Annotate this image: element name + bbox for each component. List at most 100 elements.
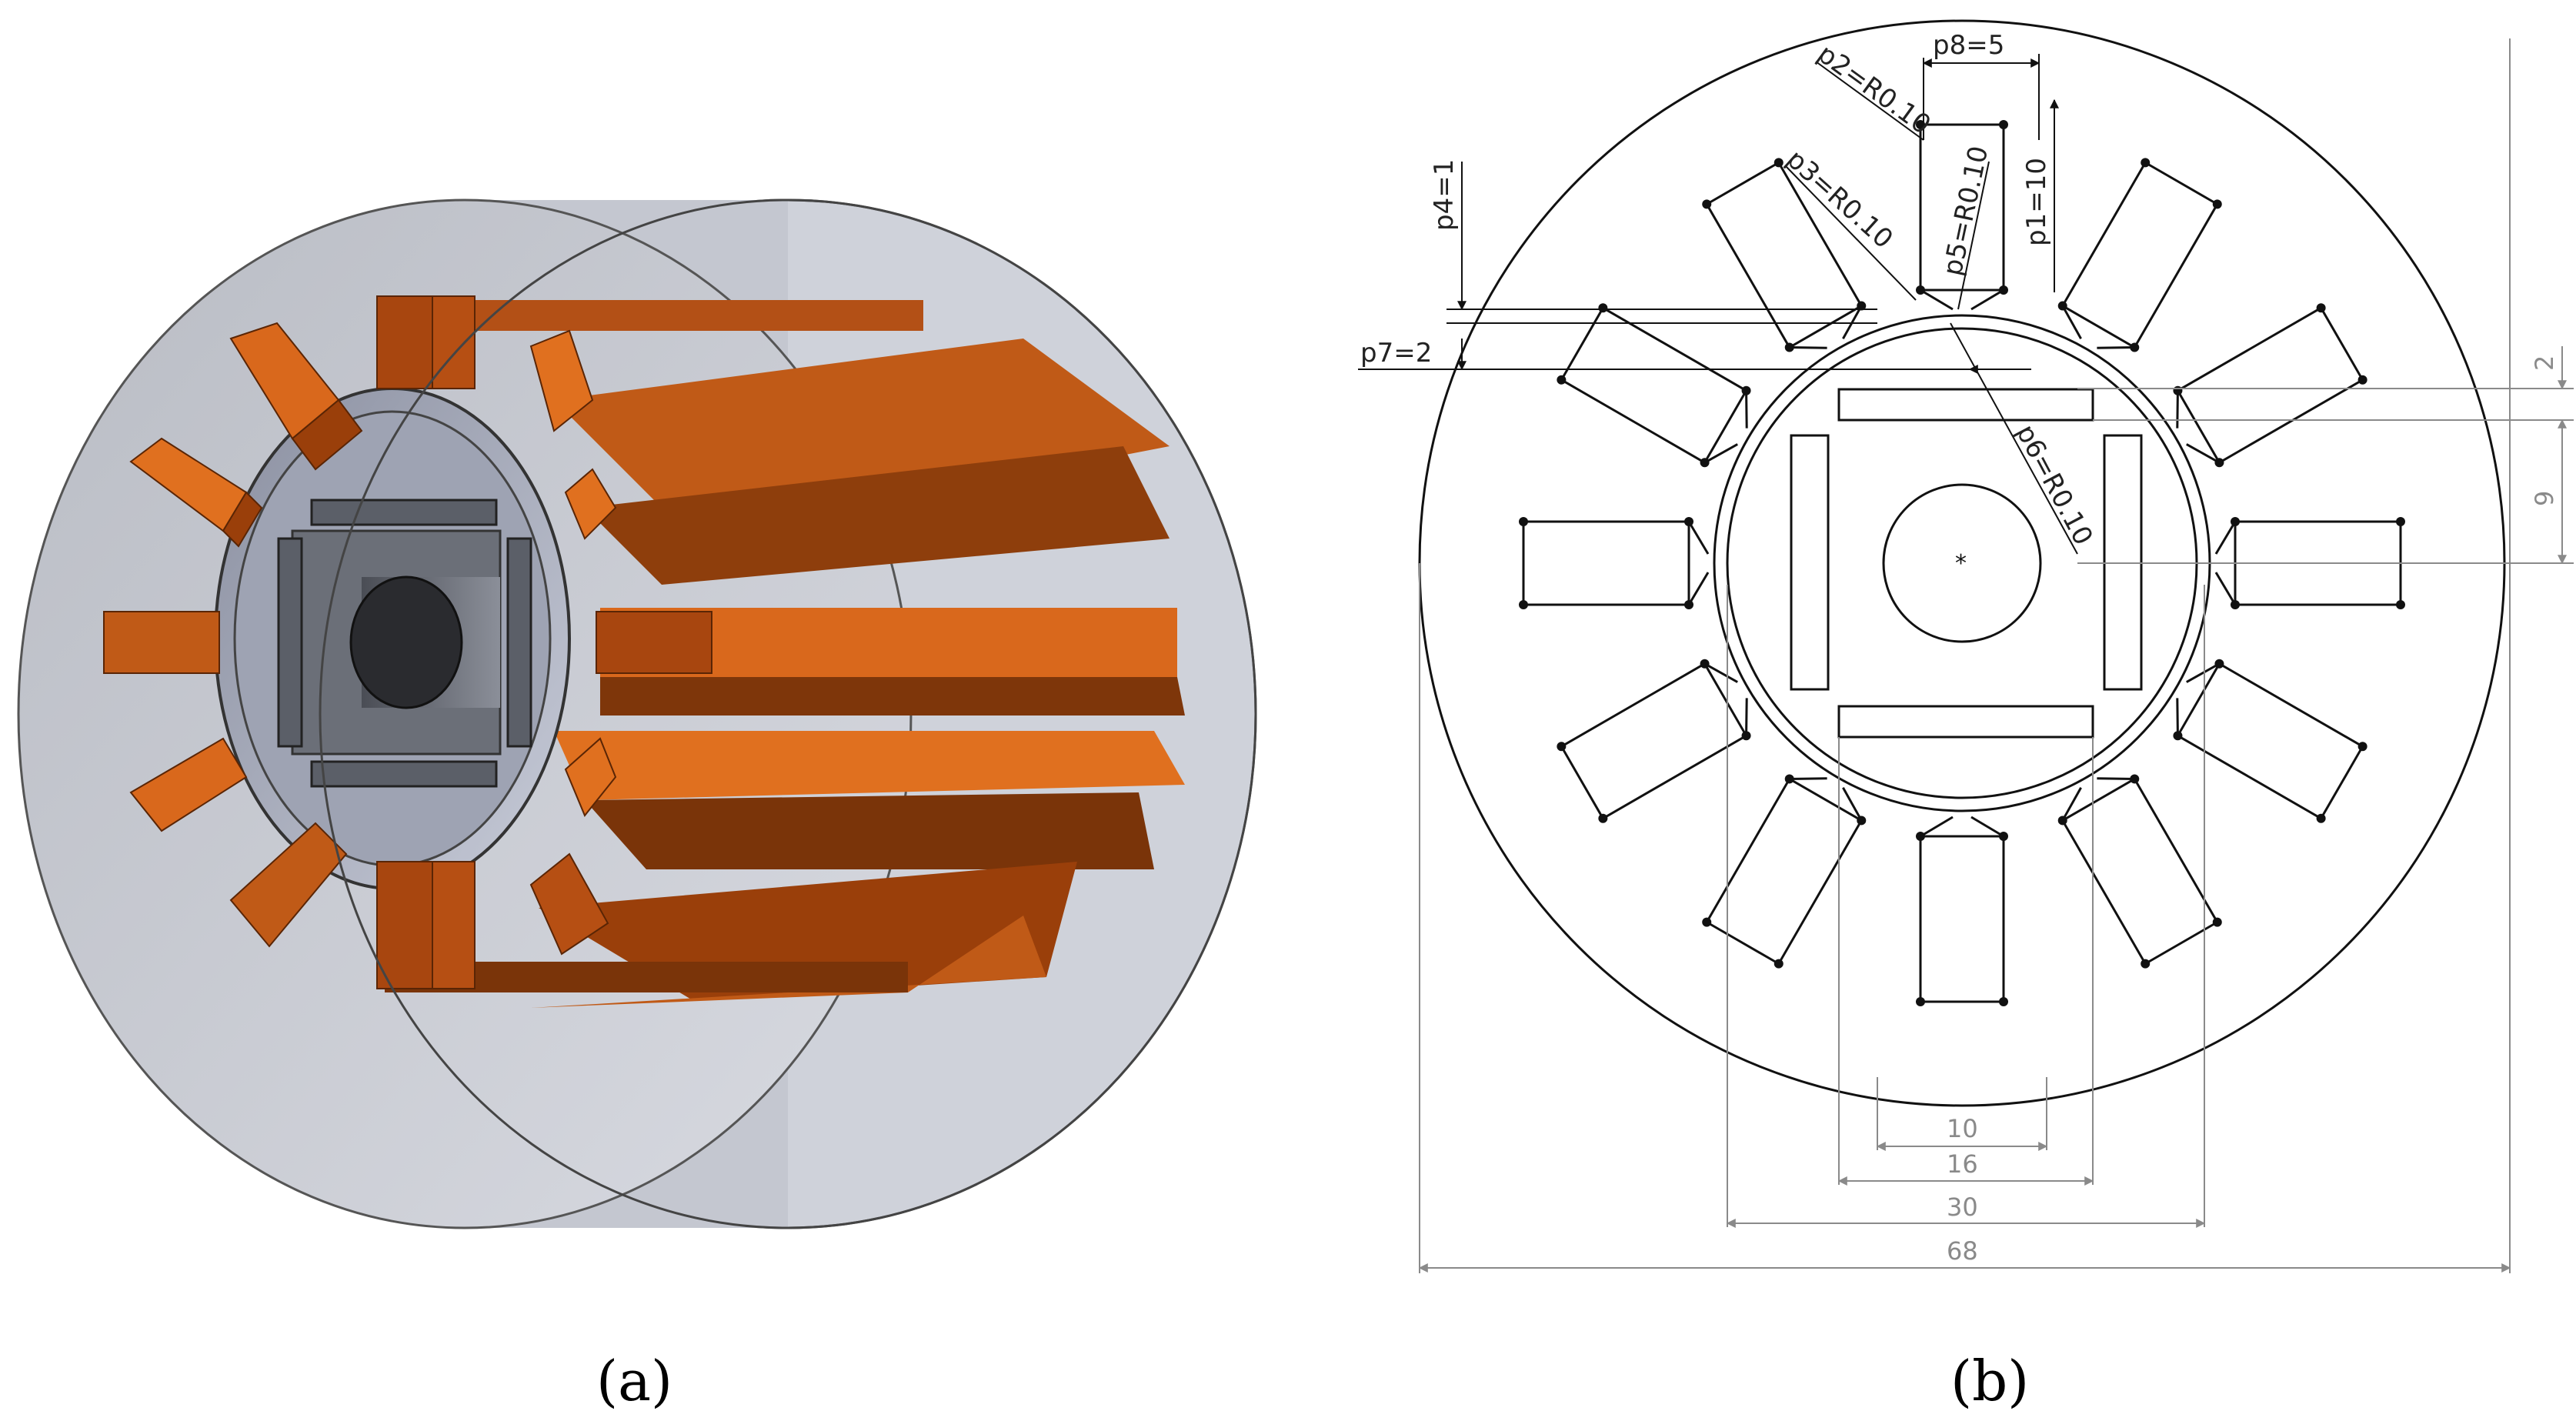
stator-slot [2176, 662, 2364, 820]
stator-slots [1519, 120, 2405, 1006]
slot-corner-point [1857, 301, 1867, 311]
slot-corner-point [2231, 517, 2240, 526]
slot-corner-point [1916, 832, 1925, 841]
dim-p7: p7=2 [1360, 338, 1432, 369]
magnet-bottom [1837, 705, 2094, 739]
dim-p4: p4=1 [1429, 159, 1460, 231]
slot-corner-point [1700, 458, 1710, 468]
slot-opening-edge [1687, 572, 1710, 605]
slot-opening-edge [2097, 346, 2135, 349]
stator-slot [1560, 306, 1748, 465]
slot-corner-point [1519, 600, 1528, 609]
rotor-magnet-bottom [310, 760, 498, 788]
slot-corner-point [2141, 158, 2151, 168]
rotor-magnet-right [506, 537, 532, 748]
slot-corner-point [2316, 813, 2326, 823]
slot-opening-edge [1842, 787, 1863, 822]
slot-corner-point [2357, 742, 2367, 752]
shell-back-edge [319, 198, 1257, 1229]
slot-corner-point [1999, 120, 2008, 129]
slot-corner-point [2396, 517, 2405, 526]
slot-corner-point [1598, 813, 1608, 823]
slot-corner-point [2130, 342, 2140, 352]
slot-corner-point [1784, 774, 1794, 784]
slot-corner-point [2357, 375, 2367, 385]
slot-opening-edge [2186, 662, 2221, 683]
slot-corner-point [2396, 600, 2405, 609]
copper-long-bars [385, 300, 1185, 1008]
stator-slot [2176, 306, 2364, 465]
slot-opening-edge [1703, 443, 1738, 464]
slot-opening-edge [2176, 390, 2179, 429]
slot-opening-edge [1920, 289, 1954, 311]
dim-p2: p2=R0.10 [1812, 38, 1937, 141]
slot-corner-point [1741, 731, 1751, 741]
dim-p3: p3=R0.10 [1780, 144, 1899, 255]
slot-opening-edge [1920, 816, 1954, 838]
slot-corner-point [2316, 303, 2326, 313]
slot-corner-point [1700, 659, 1710, 669]
slot-corner-point [1999, 832, 2008, 841]
slot-corner-point [2057, 301, 2067, 311]
panel-b-drawing: * [1418, 19, 2506, 1107]
dim-bottom-10: 10 [1947, 1114, 1978, 1143]
slot-corner-point [2212, 917, 2222, 927]
slot-corner-point [2214, 458, 2224, 468]
slot-corner-point [2212, 199, 2222, 209]
slot-opening-edge [1970, 816, 2004, 838]
slot-corner-point [2057, 816, 2067, 826]
slot-opening-edge [2214, 521, 2237, 555]
slot-corner-point [2173, 731, 2183, 741]
slot-corner-point [2214, 659, 2224, 669]
panel-a-model [17, 198, 1257, 1229]
dim-right-2: 2 [2530, 355, 2559, 371]
stator-slot [2060, 161, 2219, 349]
slot-opening-edge [1703, 662, 1738, 683]
stator-slot [2060, 777, 2219, 966]
stator-slot [1560, 662, 1748, 820]
slot-opening-edge [1970, 289, 2004, 311]
slot-corner-point [1557, 375, 1567, 385]
center-mark: * [1955, 550, 1967, 577]
dim-p1: p1=10 [2021, 158, 2052, 246]
slot-corner-point [1702, 199, 1712, 209]
magnet-top [1837, 388, 2094, 422]
slot-corner-point [1741, 385, 1751, 395]
slot-opening-edge [2214, 572, 2237, 605]
dimension-lines-grey [1418, 38, 2574, 1273]
stator-slot [1522, 520, 1690, 606]
copper-front-teeth [103, 295, 712, 989]
slot-opening-edge [1842, 305, 1863, 339]
dim-right-9: 9 [2530, 491, 2559, 506]
slot-opening-edge [1687, 521, 1710, 555]
slot-corner-point [2231, 600, 2240, 609]
slot-corner-point [2141, 959, 2151, 969]
slot-corner-point [1557, 742, 1567, 752]
slot-corner-point [1784, 342, 1794, 352]
slot-corner-point [1684, 600, 1693, 609]
shaft-end [349, 575, 463, 709]
slot-corner-point [2173, 385, 2183, 395]
slot-corner-point [2130, 774, 2140, 784]
slot-corner-point [1857, 816, 1867, 826]
slot-corner-point [1684, 517, 1693, 526]
slot-corner-point [1999, 285, 2008, 295]
slot-corner-point [1916, 997, 1925, 1006]
dim-p6: p6=R0.10 [2010, 419, 2099, 550]
dim-bottom-30: 30 [1947, 1193, 1978, 1222]
shaft-circle [1882, 483, 2042, 643]
slot-opening-edge [2061, 305, 2082, 339]
slot-corner-point [1916, 285, 1925, 295]
slot-opening-edge [2186, 443, 2221, 464]
slot-corner-point [1598, 303, 1608, 313]
rotor-magnet-top [310, 499, 498, 526]
panel-label-b: (b) [1950, 1349, 2029, 1413]
slot-corner-point [1999, 997, 2008, 1006]
dim-bottom-16: 16 [1947, 1149, 1978, 1179]
magnet-left [1790, 434, 1830, 691]
slot-opening-edge [2061, 787, 2082, 822]
slot-corner-point [1774, 158, 1784, 168]
dimension-lines [1358, 54, 2078, 555]
dim-p5: p5=R0.10 [1937, 143, 1995, 279]
